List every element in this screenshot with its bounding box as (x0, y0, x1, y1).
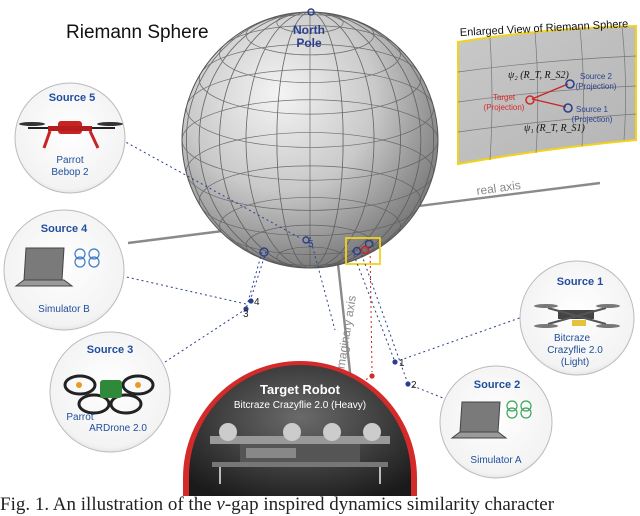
target-label: Bitcraze Crazyflie 2.0 (Heavy) (234, 400, 366, 411)
source1-title: Source 1 (557, 276, 603, 288)
riemann-sphere (181, 11, 439, 269)
imaginary-axis-label: imaginary axis (333, 295, 359, 373)
caption-nu-symbol: ν (216, 494, 225, 515)
projection-lines (121, 139, 529, 401)
psi2-label: ψ₂ (R_T, R_S2) (508, 70, 570, 81)
sphere-projection-markers (259, 236, 374, 257)
numbered-points: 4 3 1 2 5 (243, 239, 417, 391)
north-pole-marker (307, 8, 315, 16)
point-label-3: 3 (243, 309, 249, 320)
figure-caption: Fig. 1. An illustration of the ν-gap ins… (0, 494, 640, 516)
quadrotor-outline-icon (74, 248, 100, 268)
source5-title: Source 5 (49, 92, 95, 104)
source3-label-2: ARDrone 2.0 (89, 423, 147, 434)
real-axis-label: real axis (475, 178, 521, 198)
source2-label-1: Simulator A (470, 455, 521, 466)
crazyflie-icon (534, 304, 620, 328)
laptop-icon (14, 247, 74, 287)
heavy-crazyflie-icon (210, 423, 390, 484)
source1-label-1: Bitcraze (554, 333, 591, 344)
quadrotor-red-icon (19, 121, 123, 149)
source1-label-2: Crazyflie 2.0 (547, 345, 603, 356)
laptop-icon (450, 401, 508, 439)
point-label-1: 1 (399, 358, 405, 369)
source3-bubble: Source 3 Parrot ARDrone 2.0 (49, 331, 171, 453)
north-pole-label-2: Pole (296, 36, 322, 50)
enlarged-target-label-2: (Projection) (484, 103, 525, 112)
source4-bubble: Source 4 Simulator B (3, 209, 125, 331)
enlarged-source1-label-1: Source 1 (576, 105, 609, 114)
source5-label-2: Bebop 2 (51, 167, 89, 178)
caption-suffix: -gap inspired dynamics similarity charac… (224, 494, 555, 515)
source1-label-3: (Light) (561, 357, 589, 368)
enlarged-source2-label-2: (Projection) (576, 82, 617, 91)
source4-title: Source 4 (41, 223, 88, 235)
point-label-5: 5 (308, 239, 314, 250)
quadrotor-ardrone-icon (63, 374, 155, 415)
source3-title: Source 3 (87, 344, 133, 356)
source5-bubble: Source 5 Parrot Bebop 2 (14, 82, 126, 194)
caption-prefix: Fig. 1. An illustration of the (0, 494, 217, 515)
point-label-2: 2 (411, 380, 417, 391)
source5-label-1: Parrot (56, 155, 83, 166)
target-robot-bubble: Target Robot Bitcraze Crazyflie 2.0 (Hea… (183, 361, 417, 496)
source3-label-1: Parrot (66, 412, 93, 423)
enlarged-source2-label-1: Source 2 (580, 72, 613, 81)
enlarged-target-label-1: Target (493, 93, 516, 102)
point-label-4: 4 (254, 297, 260, 308)
target-title: Target Robot (260, 382, 341, 397)
north-pole-label-1: North (293, 23, 325, 37)
enlarged-source1-label-2: (Projection) (572, 115, 613, 124)
quadrotor-outline-icon (506, 400, 532, 419)
source2-bubble: Source 2 Simulator A (439, 365, 553, 479)
highlight-region (345, 237, 381, 265)
psi1-label: ψ₁ (R_T, R_S1) (524, 123, 586, 134)
source1-bubble: Source 1 Bitcraze Crazyflie 2.0 (Light) (519, 260, 635, 376)
source4-label-1: Simulator B (38, 304, 90, 315)
sphere-title: Riemann Sphere (66, 22, 209, 43)
source2-title: Source 2 (474, 379, 520, 391)
enlarged-view: Enlarged View of Riemann Sphere ψ₂ (R_T,… (457, 18, 637, 166)
